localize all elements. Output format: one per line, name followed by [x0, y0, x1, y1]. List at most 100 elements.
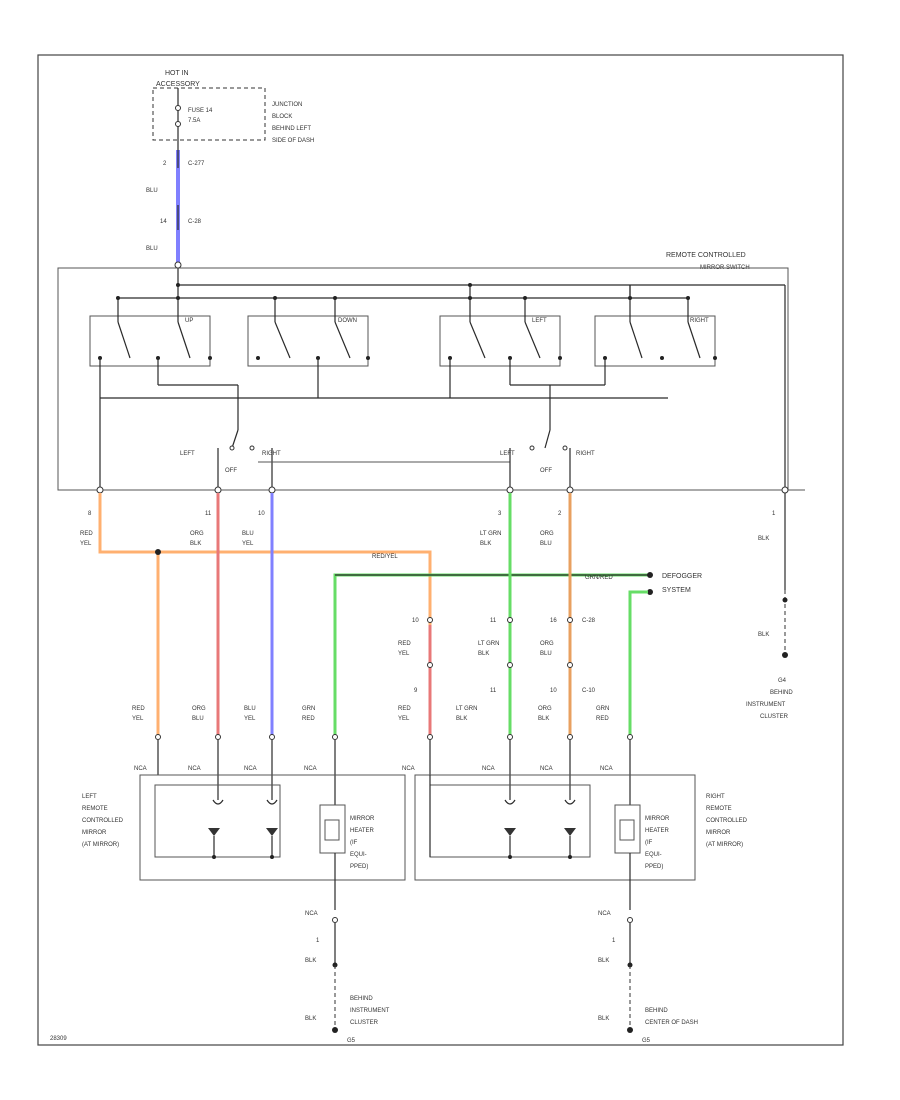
- diagram-frame: [37, 54, 844, 1046]
- svg-text:BEHIND: BEHIND: [350, 996, 373, 1002]
- mirror-wire-labels: RED YEL ORG BLU BLU YEL GRN RED RED YEL …: [132, 706, 633, 805]
- defogger-label: DEFOGGER: [662, 573, 702, 580]
- svg-text:LEFT: LEFT: [82, 794, 97, 800]
- switch-up-label: UP: [185, 318, 193, 324]
- svg-text:BLK: BLK: [456, 716, 467, 722]
- right-heater-icon: [619, 819, 635, 841]
- svg-text:ORG: ORG: [538, 706, 552, 712]
- svg-text:BLK: BLK: [305, 958, 316, 964]
- svg-text:C-10: C-10: [582, 688, 596, 694]
- power-section: HOT IN ACCESSORY FUSE 14 7.5A JUNCTION B…: [146, 70, 314, 269]
- svg-text:RIGHT: RIGHT: [576, 451, 595, 457]
- left-mirror: LEFT REMOTE CONTROLLED MIRROR (AT MIRROR…: [82, 774, 406, 1044]
- svg-text:8: 8: [88, 511, 92, 517]
- right-heater-box: [614, 804, 641, 854]
- svg-text:CONTROLLED: CONTROLLED: [82, 818, 124, 824]
- svg-text:LEFT: LEFT: [180, 451, 195, 457]
- svg-text:MIRROR: MIRROR: [350, 816, 375, 822]
- svg-text:ORG: ORG: [540, 531, 554, 537]
- svg-text:RIGHT: RIGHT: [706, 794, 725, 800]
- svg-text:GRN: GRN: [302, 706, 315, 712]
- switch-output-wires: 8 RED YEL 11 ORG BLK 10 BLU YEL 3 LT GRN…: [80, 486, 793, 735]
- accessory-label: ACCESSORY: [156, 81, 200, 88]
- svg-text:YEL: YEL: [398, 716, 410, 722]
- switch-outline: [57, 267, 789, 491]
- footer-code: 28309: [50, 1036, 67, 1042]
- svg-text:BLU: BLU: [244, 706, 256, 712]
- svg-text:G4: G4: [778, 678, 787, 684]
- junction-label-2: BLOCK: [272, 114, 292, 120]
- right-mirror: RIGHT REMOTE CONTROLLED MIRROR (AT MIRRO…: [414, 774, 748, 1044]
- svg-text:(IF: (IF: [645, 840, 653, 846]
- switch-down-box: [247, 315, 369, 367]
- svg-text:YEL: YEL: [244, 716, 256, 722]
- svg-text:10: 10: [550, 688, 557, 694]
- svg-text:INSTRUMENT: INSTRUMENT: [746, 702, 786, 708]
- svg-text:10: 10: [412, 618, 419, 624]
- switch-title-1: REMOTE CONTROLLED: [666, 252, 746, 259]
- svg-text:YEL: YEL: [242, 541, 254, 547]
- svg-text:NCA: NCA: [305, 911, 318, 917]
- svg-text:EQUI-: EQUI-: [350, 852, 367, 858]
- svg-text:11: 11: [490, 688, 497, 694]
- svg-text:BEHIND: BEHIND: [645, 1008, 668, 1014]
- svg-text:REMOTE: REMOTE: [706, 806, 732, 812]
- svg-text:PPED): PPED): [645, 864, 663, 870]
- svg-text:BLK: BLK: [758, 632, 769, 638]
- svg-text:BLU: BLU: [242, 531, 254, 537]
- svg-text:C-28: C-28: [582, 618, 596, 624]
- svg-text:NCA: NCA: [402, 766, 415, 772]
- hot-in-label: HOT IN: [165, 70, 189, 77]
- svg-text:OFF: OFF: [225, 468, 237, 474]
- svg-text:14: 14: [160, 219, 167, 225]
- svg-text:(AT MIRROR): (AT MIRROR): [706, 842, 743, 848]
- svg-text:NCA: NCA: [244, 766, 257, 772]
- junction-block-outline: [152, 87, 266, 141]
- svg-text:ORG: ORG: [192, 706, 206, 712]
- svg-text:RED: RED: [398, 641, 411, 647]
- left-heater-box: [319, 804, 346, 854]
- switch-up-box: [89, 315, 211, 367]
- svg-text:MIRROR: MIRROR: [645, 816, 670, 822]
- svg-text:ORG: ORG: [190, 531, 204, 537]
- left-mirror-outline: [139, 774, 406, 881]
- svg-text:BLU: BLU: [540, 651, 552, 657]
- fuse-amp-label: 7.5A: [188, 118, 200, 124]
- right-mirror-outline: [414, 774, 696, 881]
- switch-down-label: DOWN: [338, 318, 357, 324]
- svg-text:NCA: NCA: [598, 911, 611, 917]
- svg-text:BLU: BLU: [540, 541, 552, 547]
- svg-text:YEL: YEL: [132, 716, 144, 722]
- svg-text:CONTROLLED: CONTROLLED: [706, 818, 748, 824]
- svg-text:(IF: (IF: [350, 840, 358, 846]
- svg-text:INSTRUMENT: INSTRUMENT: [350, 1008, 390, 1014]
- svg-text:NCA: NCA: [482, 766, 495, 772]
- svg-text:BLU: BLU: [146, 188, 158, 194]
- svg-text:G5: G5: [347, 1038, 356, 1044]
- mirror-switch: REMOTE CONTROLLED MIRROR SWITCH UP DOWN …: [57, 252, 805, 491]
- switch-left-label: LEFT: [532, 318, 547, 324]
- svg-text:1: 1: [612, 938, 616, 944]
- svg-text:9: 9: [414, 688, 418, 694]
- svg-text:GRN/RED: GRN/RED: [585, 575, 613, 581]
- svg-text:16: 16: [550, 618, 557, 624]
- svg-text:HEATER: HEATER: [350, 828, 375, 834]
- svg-text:RED/YEL: RED/YEL: [372, 554, 398, 560]
- svg-text:NCA: NCA: [304, 766, 317, 772]
- svg-text:BLK: BLK: [758, 536, 769, 542]
- svg-text:CLUSTER: CLUSTER: [350, 1020, 379, 1026]
- left-motor-2-icon: [266, 828, 278, 836]
- junction-label-3: BEHIND LEFT: [272, 126, 311, 132]
- svg-text:MIRROR: MIRROR: [706, 830, 731, 836]
- svg-text:YEL: YEL: [398, 651, 410, 657]
- svg-text:LT GRN: LT GRN: [480, 531, 501, 537]
- svg-text:NCA: NCA: [188, 766, 201, 772]
- svg-text:RED: RED: [80, 531, 93, 537]
- wire-red-yel: [98, 493, 432, 625]
- svg-text:1: 1: [772, 511, 776, 517]
- svg-text:YEL: YEL: [80, 541, 92, 547]
- svg-text:NCA: NCA: [540, 766, 553, 772]
- svg-text:LT GRN: LT GRN: [478, 641, 499, 647]
- svg-text:BLK: BLK: [478, 651, 489, 657]
